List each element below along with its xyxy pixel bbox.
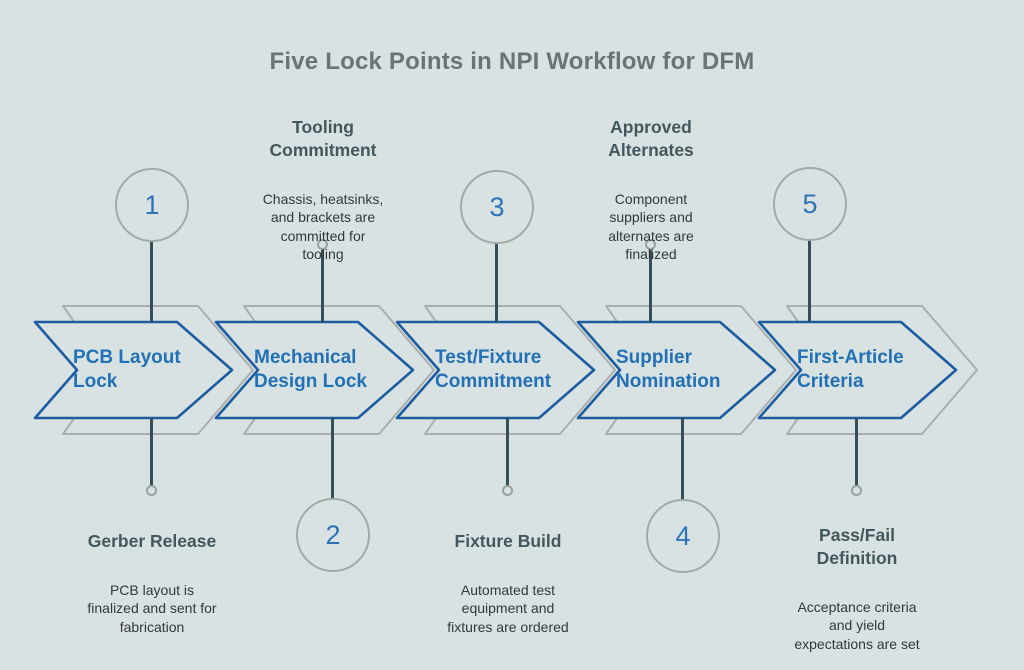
step-2-number-badge: 2: [296, 498, 370, 572]
connector-line-step2-bottom: [331, 418, 334, 499]
step-2-number: 2: [325, 519, 341, 550]
callout-gerber-release: Gerber Release PCB layout is finalized a…: [57, 512, 247, 655]
callout-gerber-release-description: PCB layout is finalized and sent for fab…: [87, 581, 217, 635]
connector-dot-tooling-commitment: [317, 239, 328, 250]
step-5-label: First-Article Criteria: [797, 347, 904, 392]
step-1-number-badge: 1: [115, 168, 189, 242]
connector-line-step1-bottom: [150, 418, 153, 486]
callout-fixture-build-description: Automated test equipment and fixtures ar…: [447, 581, 569, 635]
connector-dot-approved-alternates: [645, 239, 656, 250]
callout-tooling-commitment-heading: Tooling Commitment: [269, 117, 377, 160]
step-5-number: 5: [802, 188, 818, 219]
connector-line-step5-top: [808, 240, 811, 322]
callout-pass-fail-definition: Pass/Fail Definition Acceptance criteria…: [762, 506, 952, 670]
connector-line-step5-bottom: [855, 418, 858, 486]
callout-tooling-commitment: Tooling Commitment Chassis, heatsinks, a…: [233, 98, 413, 282]
step-3-number-badge: 3: [460, 170, 534, 244]
callout-gerber-release-heading: Gerber Release: [87, 531, 217, 551]
step-4-number: 4: [675, 520, 691, 551]
callout-pass-fail-definition-heading: Pass/Fail Definition: [816, 525, 898, 568]
step-3-number: 3: [489, 191, 505, 222]
chevron-step-4: [576, 320, 777, 420]
connector-dot-gerber-release: [146, 485, 157, 496]
chevron-step-2: [214, 320, 415, 420]
callout-fixture-build-heading: Fixture Build: [454, 531, 562, 551]
connector-line-step2-top: [321, 250, 324, 322]
callout-approved-alternates-heading: Approved Alternates: [608, 117, 694, 160]
connector-line-step4-bottom: [681, 418, 684, 500]
chevron-step-5: [757, 320, 958, 420]
step-1-number: 1: [144, 189, 160, 220]
callout-approved-alternates-description: Component suppliers and alternates are f…: [608, 190, 694, 263]
step-4-label: Supplier Nomination: [616, 347, 721, 392]
callout-fixture-build: Fixture Build Automated test equipment a…: [413, 512, 603, 655]
diagram-title: Five Lock Points in NPI Workflow for DFM: [269, 48, 755, 75]
connector-line-step1-top: [150, 241, 153, 322]
chevron-step-1: [33, 320, 234, 420]
connector-line-step3-bottom: [506, 418, 509, 486]
step-2-label: Mechanical Design Lock: [254, 347, 367, 392]
step-3-label: Test/Fixture Commitment: [435, 347, 552, 392]
connector-dot-fixture-build: [502, 485, 513, 496]
step-5-number-badge: 5: [773, 167, 847, 241]
chevron-band: [33, 305, 978, 435]
connector-line-step3-top: [495, 243, 498, 322]
callout-pass-fail-definition-description: Acceptance criteria and yield expectatio…: [794, 598, 920, 652]
chevron-step-3: [395, 320, 596, 420]
callout-approved-alternates: Approved Alternates Component suppliers …: [561, 98, 741, 282]
connector-dot-pass-fail: [851, 485, 862, 496]
connector-line-step4-top: [649, 250, 652, 322]
step-1-label: PCB Layout Lock: [73, 347, 181, 392]
step-4-number-badge: 4: [646, 499, 720, 573]
callout-tooling-commitment-description: Chassis, heatsinks, and brackets are com…: [262, 190, 384, 263]
